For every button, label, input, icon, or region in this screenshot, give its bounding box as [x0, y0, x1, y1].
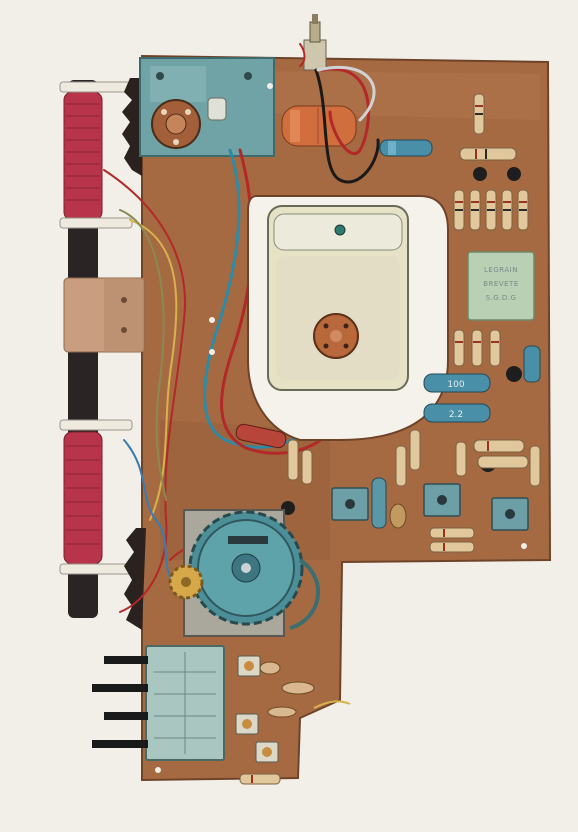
small-brass-gear: [168, 564, 204, 600]
label-line-1: LEGRAIN: [484, 266, 518, 274]
wire-blue-antenna: [123, 439, 173, 581]
tuning-gear: [188, 510, 304, 626]
speaker-mount-hole: [334, 224, 346, 236]
electrolytic-capacitor-2-2: 2.2: [423, 403, 491, 423]
resistor-vertical-top: [473, 93, 485, 135]
switch-pins: [92, 656, 148, 748]
wire-red-jack: [320, 67, 371, 155]
electrolytic-capacitor-large: [281, 105, 357, 147]
gear-edge-bottom: [124, 528, 146, 630]
resistor-column-lower: [395, 429, 541, 487]
wire-yellow: [129, 219, 178, 521]
disc-capacitor-bottom-3: [267, 706, 297, 718]
blue-capacitor-vertical: [371, 477, 387, 529]
disc-capacitor-bottom-1: [259, 661, 281, 675]
label-line-2: BREVETE: [483, 280, 519, 288]
resistor-array-top: [453, 189, 529, 231]
wire-gray: [316, 65, 376, 122]
resistor-pair-bottom: [429, 527, 475, 553]
capacitor-mark-2-2: 2.2: [449, 410, 463, 420]
yellow-lead: [313, 700, 351, 709]
wire-red-top: [299, 43, 306, 67]
electrolytic-capacitor-100: 100: [423, 373, 491, 393]
trimmer-2: [423, 483, 461, 517]
label-line-3: S.G.D.G: [486, 294, 517, 302]
ferrite-rod-antenna: [59, 80, 145, 618]
transistor-1: [473, 167, 487, 181]
bottom-trimmer-3: [255, 741, 279, 763]
resistor-array-middle: [453, 329, 501, 367]
small-trim-part: [207, 97, 227, 121]
wire-red-antenna: [103, 169, 186, 613]
disc-capacitor-bottom-2: [281, 681, 315, 695]
audio-jack: [303, 14, 327, 71]
red-capacitor: [235, 423, 287, 449]
resistor-horizontal-middle: [473, 439, 529, 469]
blue-capacitor-top: [379, 139, 433, 157]
transistor-2: [507, 167, 521, 181]
blue-capacitor-right: [523, 345, 541, 383]
disc-capacitor: [389, 503, 407, 529]
resistor-bottom: [239, 773, 281, 785]
bottom-trimmer-1: [237, 655, 261, 677]
wire-black: [314, 68, 380, 184]
wire-olive: [119, 209, 167, 501]
mounting-holes: [155, 83, 527, 773]
switch-block: [145, 645, 225, 761]
transistor-3: [506, 366, 522, 382]
capacitor-mark-100: 100: [447, 380, 464, 390]
label-transformer: LEGRAIN BREVETE S.G.D.G: [467, 251, 535, 321]
trimmer-1: [331, 487, 369, 521]
trimmer-3: [491, 497, 529, 531]
antenna-coil-top: [63, 91, 103, 221]
bottom-trimmer-2: [235, 713, 259, 735]
resistor-mid-left: [287, 439, 313, 485]
gear-edge-top: [122, 78, 142, 176]
teal-cable-curve: [289, 558, 320, 630]
resistor-horizontal-top: [459, 147, 517, 161]
